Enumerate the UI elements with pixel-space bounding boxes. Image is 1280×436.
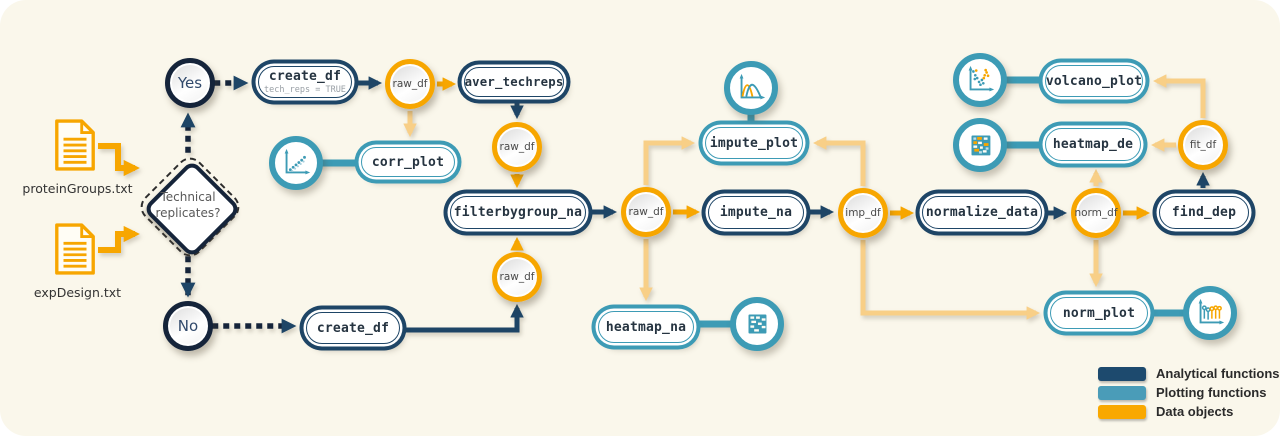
filterbygroup-na-label: filterbygroup_na [453,205,583,220]
corr-plot-label: corr_plot [371,154,445,170]
arrow-impdf-to-imputeplot [812,136,866,186]
norm-plot-label: norm_plot [1062,305,1136,321]
legend-label-data: Data objects [1156,404,1234,419]
arrow-rawdf-to-imputeplot [643,136,696,185]
pointrange-plot-icon [1198,298,1225,325]
heatmap-de-label: heatmap_de [1052,137,1134,152]
norm-df-node: norm_df [1071,188,1121,238]
legend-swatch-analytical [1098,366,1146,381]
impute-na-node: impute_na [708,196,804,229]
heatmap-na-icon-circle [730,297,784,351]
legend-swatch-plotting [1098,385,1146,400]
impute-plot-icon-circle [724,61,778,115]
find-dep-label: find_dep [1171,205,1237,220]
arrow-impdf-to-normplot [860,240,1041,320]
create-df-bottom-node: create_df [306,312,400,344]
analytical-arrows [352,76,1210,333]
decision-question: Technical replicates? [155,190,221,220]
create-df-label: create_df [268,69,342,84]
legend-swatch-data [1098,404,1146,419]
heatmap-icon [971,135,991,156]
legend-row-plotting: Plotting functions [1098,385,1280,400]
find-dep-node: find_dep [1159,196,1249,229]
yes-label: Yes [177,74,203,92]
arrow-expdesign-to-diamond [98,225,140,253]
volcano-plot-icon [968,65,995,92]
no-label: No [177,317,199,335]
aver-techreps-label: aver_techreps [464,75,564,89]
file-icon [55,119,95,171]
create-df-param: tech_reps = TRUE [264,85,346,95]
raw-df-node-3: raw_df [492,252,542,302]
data-arrows [437,77,1151,251]
arrow-fitdf-to-volcanoplot [1152,74,1206,118]
heatmap-na-node: heatmap_na [598,311,694,343]
corr-plot-node: corr_plot [361,147,455,177]
scatter-plot-icon [284,148,311,175]
heatmap-missing-icon [748,314,767,334]
aver-techreps-node: aver_techreps [464,67,564,97]
heatmap-de-icon-circle [953,118,1007,172]
raw-df-node-4: raw_df [621,187,671,237]
corr-plot-icon-circle [269,136,323,190]
norm-plot-icon-circle [1183,286,1237,340]
legend-row-data: Data objects [1098,404,1280,419]
file-label-proteingroups: proteinGroups.txt [22,181,133,196]
impute-plot-label: impute_plot [709,135,799,151]
raw-df-node-2: raw_df [492,122,542,172]
file-arrows [98,143,140,253]
legend: Analytical functions Plotting functions … [1098,366,1280,423]
volcano-plot-node: volcano_plot [1045,65,1143,97]
legend-label-plotting: Plotting functions [1156,385,1267,400]
volcano-plot-icon-circle [953,53,1007,107]
legend-row-analytical: Analytical functions [1098,366,1280,381]
density-plot-icon [739,73,766,100]
plot-arrows [403,74,1206,320]
heatmap-na-label: heatmap_na [605,319,687,335]
icon-connectors [316,76,1188,328]
normalize-data-node: normalize_data [922,196,1042,229]
arrow-createdf2-to-rawdf [404,303,524,333]
decision-arrows [180,75,297,334]
impute-plot-node: impute_plot [705,127,803,159]
arrow-proteingroups-to-diamond [98,143,140,177]
volcano-plot-label: volcano_plot [1045,73,1143,89]
create-df-bottom-label: create_df [316,320,390,336]
file-label-expdesign: expDesign.txt [33,285,122,300]
imp-df-node: imp_df [838,188,888,238]
filterbygroup-na-node: filterbygroup_na [450,196,586,229]
file-icon [55,223,95,275]
legend-label-analytical: Analytical functions [1156,366,1280,381]
impute-na-label: impute_na [719,205,793,220]
fit-df-node: fit_df [1178,120,1228,170]
norm-plot-node: norm_plot [1050,297,1148,329]
no-node: No [163,301,213,351]
yes-node: Yes [165,58,215,108]
raw-df-node-1: raw_df [385,59,435,109]
normalize-data-label: normalize_data [925,205,1039,220]
create-df-node: create_df tech_reps = TRUE [258,66,352,98]
heatmap-de-node: heatmap_de [1045,128,1141,161]
